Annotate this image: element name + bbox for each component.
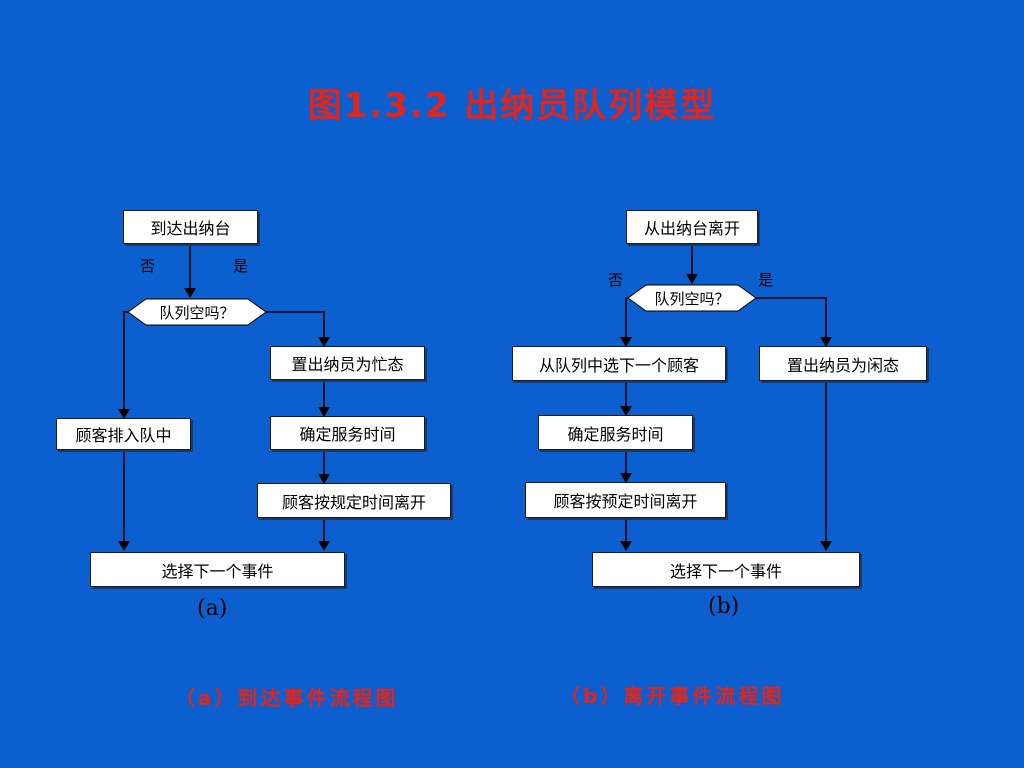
right-pick-next-box: 从队列中选下一个顾客 bbox=[512, 346, 726, 381]
right-next-event-box: 选择下一个事件 bbox=[592, 552, 860, 587]
right-decision-label: 队列空吗？ bbox=[654, 289, 730, 308]
left-arrow-no-enqueue bbox=[118, 311, 130, 419]
left-no-label: 否 bbox=[140, 257, 156, 275]
left-next-event-box: 选择下一个事件 bbox=[90, 552, 345, 587]
left-sublabel: (a) bbox=[197, 596, 228, 621]
left-enqueue-box: 顾客排入队中 bbox=[56, 418, 191, 450]
right-sublabel: (b) bbox=[708, 594, 740, 619]
left-depart-schedule-box: 顾客按规定时间离开 bbox=[257, 483, 451, 518]
right-caption: （b）离开事件流程图 bbox=[560, 684, 785, 708]
left-start-box: 到达出纳台 bbox=[123, 210, 258, 244]
left-decision-label: 队列空吗？ bbox=[159, 303, 235, 322]
right-depart-schedule-box: 顾客按预定时间离开 bbox=[525, 482, 726, 518]
left-yes-label: 是 bbox=[233, 257, 249, 275]
right-service-time-box: 确定服务时间 bbox=[538, 415, 693, 450]
right-no-label: 否 bbox=[608, 271, 624, 289]
right-start-box: 从出纳台离开 bbox=[626, 210, 758, 244]
right-set-idle-box: 置出纳员为闲态 bbox=[759, 346, 927, 381]
right-arrow-yes-idle bbox=[756, 297, 832, 347]
left-set-busy-box: 置出纳员为忙态 bbox=[270, 346, 425, 380]
right-arrow-no-pick bbox=[620, 297, 632, 347]
page-title: 图1.3.2 出纳员队列模型 bbox=[307, 86, 717, 126]
left-arrow-yes-busy bbox=[266, 311, 330, 347]
left-caption: （a）到达事件流程图 bbox=[175, 686, 399, 710]
left-service-time-box: 确定服务时间 bbox=[270, 416, 425, 450]
right-yes-label: 是 bbox=[758, 271, 774, 289]
